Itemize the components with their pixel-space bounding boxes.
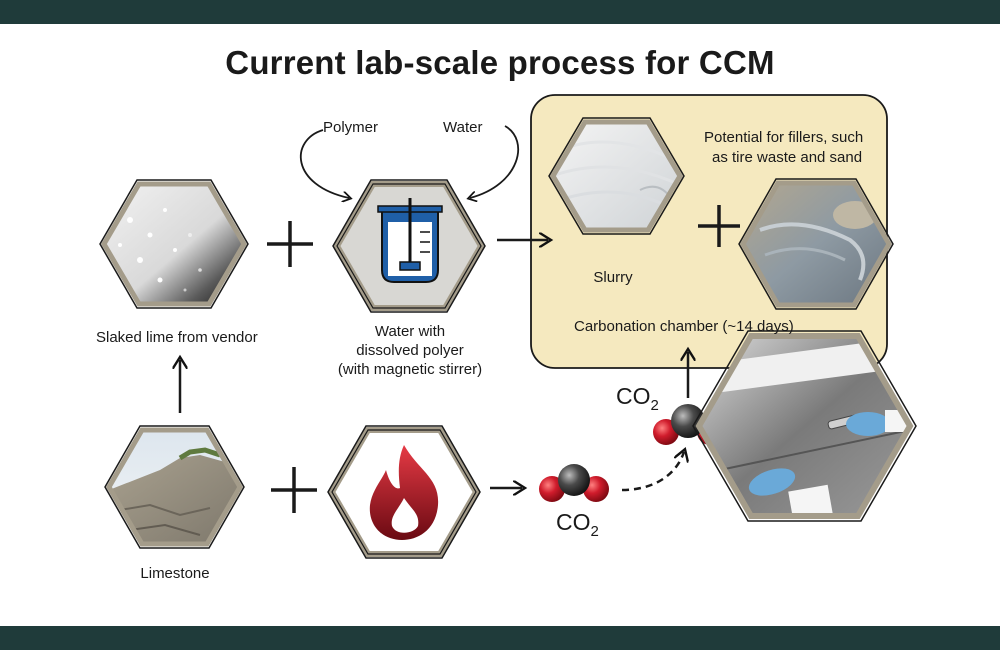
polymer-arrow (299, 129, 349, 198)
co2-label-bottom: CO2 (556, 509, 599, 540)
chamber-label: Carbonation chamber (~14 days) (574, 318, 794, 335)
diagram-title: Current lab-scale process for CCM (225, 44, 775, 81)
slaked-lime-photo (99, 179, 249, 309)
water-polymer-label-line1: Water with (375, 323, 445, 340)
slaked-lime-label: Slaked lime from vendor (96, 329, 258, 346)
limestone-photo (104, 425, 245, 549)
filler-photo (738, 178, 894, 310)
polymer-label: Polymer (323, 119, 378, 136)
fillers-label-line2: as tire waste and sand (712, 149, 862, 166)
beaker-stirrer-icon (332, 179, 486, 313)
fillers-label-line1: Potential for fillers, such (704, 129, 863, 146)
co2-molecule-icon (539, 464, 609, 502)
dashed-arrow (621, 452, 684, 492)
water-polymer-label-line3: (with magnetic stirrer) (338, 361, 482, 378)
limestone-label: Limestone (140, 565, 209, 582)
slurry-photo (548, 117, 685, 235)
plus-sign (271, 467, 317, 513)
top-band (0, 0, 1000, 24)
plus-sign (267, 221, 313, 267)
co2-label-top: CO2 (616, 383, 659, 414)
bottom-band (0, 626, 1000, 650)
water-polymer-label-line2: dissolved polyer (356, 342, 464, 359)
plus-sign (698, 205, 740, 247)
slurry-label: Slurry (593, 269, 633, 286)
water-arrow (470, 125, 520, 198)
flame-icon (327, 425, 481, 559)
water-label: Water (443, 119, 482, 136)
